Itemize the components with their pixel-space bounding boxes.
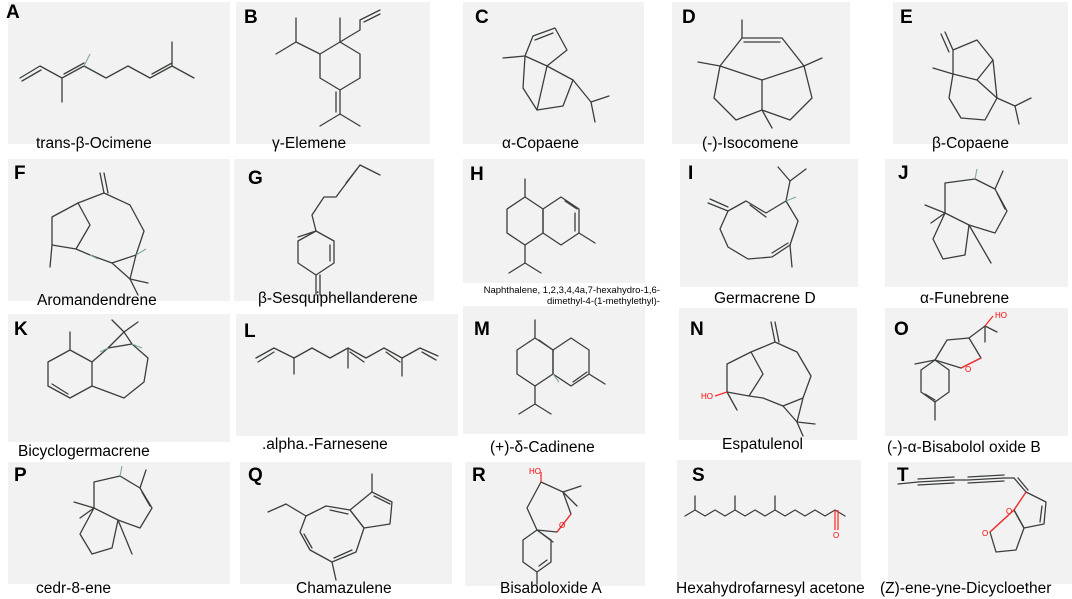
structure-image: HO <box>679 308 857 440</box>
panel-letter: O <box>894 319 909 340</box>
compound-name: Bisaboloxide A <box>500 580 602 597</box>
panel-letter: L <box>244 321 256 342</box>
molecule-drawing <box>506 178 596 274</box>
molecule-drawing <box>932 31 1032 125</box>
panel-letter: G <box>248 168 263 189</box>
compound-name: α-Copaene <box>502 135 580 152</box>
compound-name: β-Copaene <box>932 135 1009 152</box>
compound-name: trans-β-Ocimene <box>36 135 152 152</box>
molecule-drawing <box>73 465 153 555</box>
structure-image <box>8 462 230 584</box>
panel-letter: R <box>472 465 486 486</box>
molecule-drawing <box>255 347 439 377</box>
panel-letter: H <box>470 164 484 185</box>
compound-name: cedr-8-ene <box>36 580 111 597</box>
panel-letter: E <box>900 7 913 28</box>
compound-name: γ-Elemene <box>272 135 347 152</box>
molecule-drawing: O O <box>897 474 1047 553</box>
panel-letter: K <box>14 319 28 340</box>
compound-name: (-)-α-Bisabolol oxide B <box>887 439 1041 456</box>
structure-image <box>236 314 458 436</box>
panel-letter: B <box>244 7 258 28</box>
hydroxyl-label: HO <box>701 392 713 401</box>
compound-name: Germacrene D <box>714 290 816 307</box>
compound-name: Bicyclogermacrene <box>18 443 150 460</box>
structure-image: O HO <box>885 308 1068 436</box>
compound-name: β-Sesquiphellanderene <box>258 290 418 307</box>
structure-image <box>8 314 230 442</box>
structure-image <box>240 462 452 584</box>
compound-name: .alpha.-Farnesene <box>262 436 388 453</box>
panel-letter: C <box>475 7 489 28</box>
molecule-drawing <box>297 164 381 296</box>
compound-name: (-)-Isocomene <box>702 135 799 152</box>
compound-name: Aromandendrene <box>37 292 157 309</box>
structure-image: O <box>677 460 861 582</box>
structure-image <box>463 306 645 434</box>
compound-name: Chamazulene <box>296 580 392 597</box>
structure-image <box>234 159 434 301</box>
structure-image <box>463 2 644 144</box>
structure-image: O O <box>888 462 1072 584</box>
panel-letter: N <box>690 319 704 340</box>
compound-name: Hexahydrofarnesyl acetone <box>676 580 865 597</box>
hydroxyl-label: HO <box>529 467 541 476</box>
panel-letter: J <box>898 163 909 184</box>
structure-image <box>8 2 230 144</box>
panel-letter: A <box>6 2 20 23</box>
panel-letter: P <box>14 465 27 486</box>
molecule-drawing <box>697 19 823 129</box>
structure-image <box>236 2 430 144</box>
ring-oxygen-label-lower: O <box>982 529 988 538</box>
panel-letter: S <box>692 465 705 486</box>
structure-image <box>8 159 230 301</box>
structure-image: HO O <box>465 462 645 586</box>
ring-oxygen-label: O <box>559 521 565 530</box>
structure-image <box>885 159 1068 287</box>
ring-oxygen-label: O <box>965 365 971 374</box>
structure-image <box>463 159 645 283</box>
molecule-drawing: O <box>684 495 846 540</box>
molecule-drawing <box>47 319 149 399</box>
molecule-drawing <box>502 27 610 123</box>
compound-name: (Z)-ene-yne-Dicycloether <box>880 580 1052 597</box>
panel-letter: D <box>682 7 696 28</box>
ketone-oxygen-label: O <box>833 531 839 540</box>
panel-letter: M <box>474 319 490 340</box>
molecule-drawing: HO O <box>522 467 582 585</box>
molecule-drawing: O HO <box>914 311 1007 421</box>
molecule-drawing <box>707 166 807 268</box>
ring-oxygen-label-upper: O <box>1006 507 1012 516</box>
structure-image <box>893 2 1068 144</box>
compound-name: Naphthalene, 1,2,3,4,4a,7-hexahydro-1,6-… <box>483 285 660 307</box>
molecule-drawing: HO <box>701 321 816 437</box>
molecule-drawing <box>516 319 606 415</box>
compound-name: Espatulenol <box>722 436 804 453</box>
molecule-drawing <box>49 172 149 296</box>
hydroxyl-label: HO <box>995 311 1007 320</box>
panel-letter: Q <box>248 465 263 486</box>
molecule-drawing <box>924 168 1008 264</box>
molecule-drawing <box>267 473 393 581</box>
panel-letter: T <box>897 465 909 486</box>
compound-name: α-Funebrene <box>920 290 1010 307</box>
panel-letter: I <box>688 163 694 184</box>
structure-image <box>680 159 858 287</box>
molecule-drawing <box>275 9 381 127</box>
molecule-drawing <box>19 41 195 103</box>
compound-name: (+)-δ-Cadinene <box>490 439 595 456</box>
structure-image <box>672 2 850 144</box>
panel-letter: F <box>14 163 26 184</box>
